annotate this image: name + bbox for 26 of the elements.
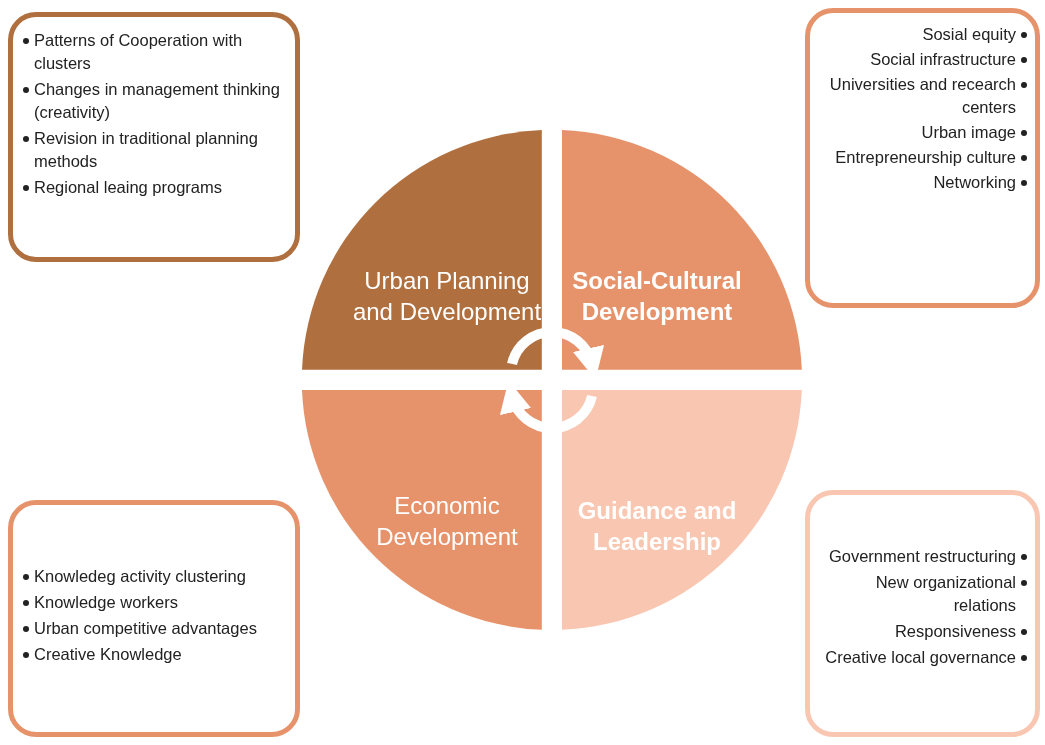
list-item: Urban image [921, 122, 1016, 143]
list-item: Creative Knowledge [34, 644, 182, 665]
list-item: Sosial equity [922, 24, 1016, 45]
quadrant-title: Social-Cultural Development [571, 266, 743, 327]
list-card [805, 8, 1040, 308]
list-item: Knowledeg activity clustering [34, 566, 246, 587]
list-item: Entrepreneurship culture [835, 147, 1016, 168]
list-card [8, 500, 300, 737]
quadrant-title: Guidance and Leadership [576, 496, 738, 557]
list-item: Revision in traditional planning methods [34, 128, 259, 172]
list-card [8, 12, 300, 262]
list-item: Urban competitive advantages [34, 618, 257, 639]
list-item: New organizational relations [874, 572, 1016, 616]
quadrant-title: Economic Development [375, 491, 519, 552]
list-item: Regional leaing programs [34, 177, 223, 198]
list-item: Responsiveness [894, 621, 1016, 642]
list-item: Changes in management thinking (creativity) [34, 79, 281, 123]
list-card [805, 490, 1040, 737]
list-item: Patterns of Cooperation with clusters [34, 30, 244, 74]
list-item: Government restructuring [828, 546, 1016, 567]
quadrant-title: Urban Planning and Development [351, 266, 543, 327]
list-item: Networking [933, 172, 1016, 193]
list-item: Knowledge workers [34, 592, 178, 613]
list-item: Creative local governance [825, 647, 1016, 668]
list-item: Social infrastructure [870, 49, 1016, 70]
list-item: Universities and recearch centers [828, 74, 1016, 118]
